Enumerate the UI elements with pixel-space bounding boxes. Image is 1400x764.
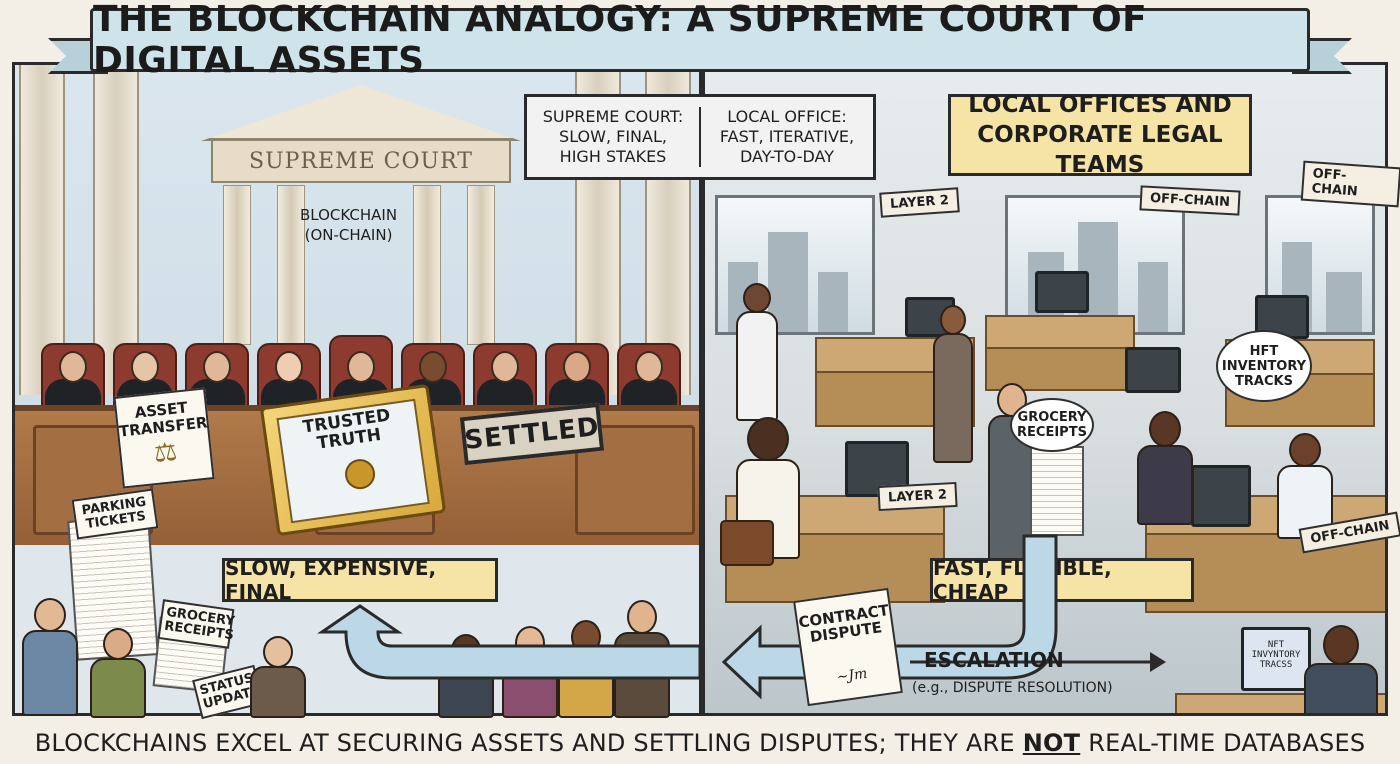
local-offices-heading: LOCAL OFFICES AND CORPORATE LEGAL TEAMS	[948, 92, 1252, 178]
off-chain-sign: OFF-CHAIN	[1300, 160, 1400, 208]
trusted-truth-book: TRUSTED TRUTH	[259, 383, 447, 537]
computer-monitor	[1125, 347, 1181, 393]
citizen	[500, 626, 560, 718]
citizen	[20, 598, 80, 718]
comparison-supreme-court: SUPREME COURT: SLOW, FINAL, HIGH STAKES	[527, 97, 699, 177]
bench-panel	[575, 425, 695, 535]
screen-text-line2: TRACSS	[1259, 660, 1293, 670]
comparison-box: SUPREME COURT: SLOW, FINAL, HIGH STAKES …	[524, 94, 876, 180]
comparison-text: LOCAL OFFICE:	[727, 107, 847, 126]
screen-text-line1: NFT INVYNTORY	[1251, 640, 1301, 660]
court-column	[467, 185, 495, 345]
comparison-text: SUPREME COURT:	[542, 107, 684, 126]
heading-line: CORPORATE LEGAL TEAMS	[977, 122, 1223, 178]
court-architrave: SUPREME COURT	[211, 139, 511, 183]
court-column	[223, 185, 251, 345]
footer-caption: BLOCKCHAINS EXCEL AT SECURING ASSETS AND…	[0, 722, 1400, 764]
escalation-subtitle: (e.g., DISPUTE RESOLUTION)	[912, 680, 1113, 696]
paper-stack	[1030, 446, 1084, 536]
briefcase-icon	[720, 520, 774, 566]
comparison-text: HIGH STAKES	[559, 147, 667, 166]
comparison-text: DAY-TO-DAY	[739, 147, 835, 166]
court-pediment	[201, 85, 521, 141]
citizen	[612, 600, 672, 718]
bubble-text: TRACKS	[1235, 373, 1293, 389]
comparison-local-office: LOCAL OFFICE: FAST, ITERATIVE, DAY-TO-DA…	[701, 97, 873, 177]
fast-flexible-cheap-caption: FAST, FLEXIBLE, CHEAP	[930, 556, 1194, 604]
citizen	[556, 620, 616, 718]
citizen	[88, 628, 148, 718]
hft-inventory-bubble: HFT INVENTORY TRACKS	[1216, 330, 1312, 402]
title-banner: THE BLOCKCHAIN ANALOGY: A SUPREME COURT …	[90, 0, 1310, 81]
heading-line: LOCAL OFFICES AND	[968, 92, 1232, 118]
comparison-text: SLOW, FINAL,	[559, 127, 667, 146]
footer-negation: NOT	[1022, 729, 1081, 757]
office-worker	[735, 283, 779, 433]
blockchain-label-line1: BLOCKCHAIN	[300, 206, 398, 224]
off-chain-sign: OFF-CHAIN	[1139, 185, 1241, 216]
nft-inventory-monitor: NFT INVYNTORY TRACSS	[1241, 627, 1311, 691]
asset-transfer-document: ASSET TRANSFER ⚖	[113, 387, 215, 489]
computer-monitor	[1035, 271, 1089, 313]
bubble-text: HFT	[1249, 343, 1279, 359]
bubble-text: GROCERY	[1017, 410, 1087, 425]
court-column	[413, 185, 441, 345]
background-pillar	[19, 65, 65, 395]
layer-2-desk-sign: LAYER 2	[877, 481, 958, 512]
blockchain-label: BLOCKCHAIN (ON-CHAIN)	[300, 205, 397, 245]
bubble-text: INVENTORY	[1221, 358, 1307, 374]
office-window	[1005, 195, 1185, 335]
page-title: THE BLOCKCHAIN ANALOGY: A SUPREME COURT …	[93, 0, 1148, 81]
citizen	[436, 634, 496, 718]
building-label: SUPREME COURT	[249, 148, 473, 174]
computer-monitor	[1191, 465, 1251, 527]
office-worker	[1135, 411, 1195, 531]
contract-dispute-document: CONTRACT DISPUTE ∼Jm	[793, 587, 903, 707]
bubble-text: RECEIPTS	[1017, 425, 1087, 440]
divider	[699, 107, 701, 167]
office-worker	[931, 305, 975, 475]
slow-expensive-final-caption: SLOW, EXPENSIVE, FINAL	[222, 556, 498, 604]
citizen	[248, 636, 308, 718]
footer-text: BLOCKCHAINS EXCEL AT SECURING ASSETS AND…	[34, 729, 1015, 757]
background-pillar	[93, 65, 139, 395]
footer-text: REAL-TIME DATABASES	[1088, 729, 1366, 757]
comparison-text: FAST, ITERATIVE,	[719, 127, 855, 146]
office-desk	[985, 315, 1135, 349]
signature-icon: ∼Jm	[835, 665, 869, 686]
grocery-receipts-bubble: GROCERY RECEIPTS	[1010, 398, 1094, 452]
scales-icon: ⚖	[152, 436, 179, 470]
blockchain-label-line2: (ON-CHAIN)	[304, 226, 393, 244]
office-worker-seated	[1301, 625, 1381, 713]
escalation-label: ESCALATION	[924, 648, 1064, 672]
